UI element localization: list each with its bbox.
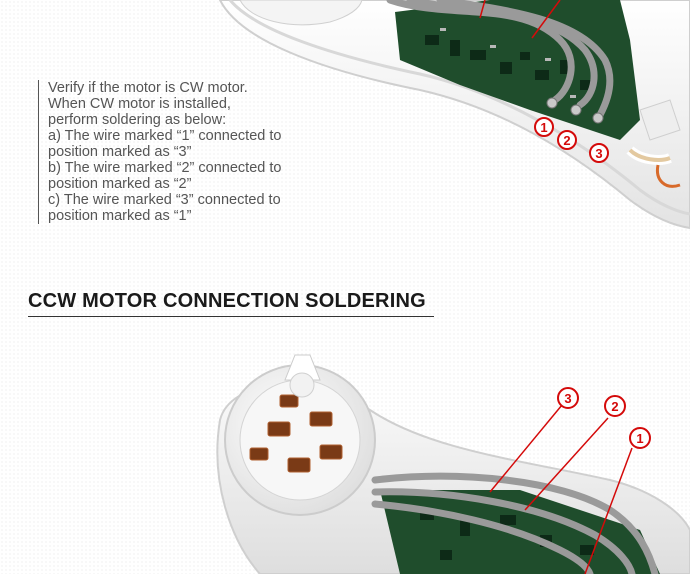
- title-underline: [28, 316, 434, 317]
- instruction-line: position marked as “1”: [48, 208, 192, 224]
- bottom-marker-1: 1: [629, 427, 651, 449]
- svg-text:1: 1: [636, 431, 643, 446]
- instruction-line: perform soldering as below:: [48, 112, 227, 128]
- bottom-marker-3: 3: [557, 387, 579, 409]
- instruction-line: a) The wire marked “1” connected to: [48, 128, 282, 144]
- top-motor-arm-photo: 1 2 3: [218, 0, 690, 230]
- top-marker-3: 3: [589, 143, 609, 163]
- instruction-line: When CW motor is installed,: [48, 96, 231, 112]
- svg-text:2: 2: [563, 133, 570, 148]
- bottom-marker-2: 2: [604, 395, 626, 417]
- svg-text:3: 3: [595, 146, 602, 161]
- instruction-line: c) The wire marked “3” connected to: [48, 192, 281, 208]
- instruction-line: b) The wire marked “2” connected to: [48, 160, 282, 176]
- svg-text:2: 2: [611, 399, 618, 414]
- top-marker-1: 1: [534, 117, 554, 137]
- instruction-line: position marked as “3”: [48, 144, 192, 160]
- top-marker-2: 2: [557, 130, 577, 150]
- svg-text:3: 3: [564, 391, 571, 406]
- cw-instructions: Verify if the motor is CW motor. When CW…: [38, 80, 318, 224]
- instruction-line: Verify if the motor is CW motor.: [48, 80, 248, 96]
- instruction-line: position marked as “2”: [48, 176, 192, 192]
- svg-text:1: 1: [540, 120, 547, 135]
- bottom-motor-arm-photo: 3 2 1: [216, 354, 690, 574]
- section-title: CCW MOTOR CONNECTION SOLDERING: [28, 290, 426, 312]
